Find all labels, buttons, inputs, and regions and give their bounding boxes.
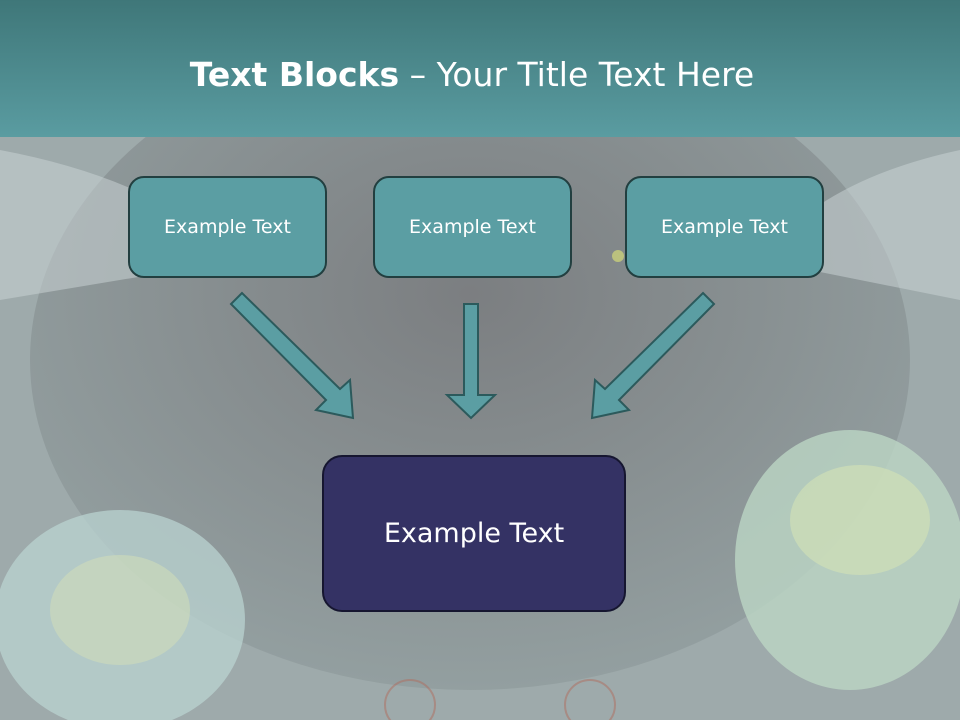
- text-block-middle: Example Text: [373, 176, 572, 278]
- text-block-right: Example Text: [625, 176, 824, 278]
- text-block-bottom: Example Text: [322, 455, 626, 612]
- text-block-right-label: Example Text: [661, 216, 788, 238]
- text-block-middle-label: Example Text: [409, 216, 536, 238]
- slide-title: Text Blocks – Your Title Text Here: [0, 50, 944, 100]
- text-block-left-label: Example Text: [164, 216, 291, 238]
- text-block-left: Example Text: [128, 176, 327, 278]
- arrow-down-middle: [444, 303, 498, 420]
- title-bold-part: Text Blocks: [189, 55, 400, 94]
- text-block-bottom-label: Example Text: [383, 518, 565, 549]
- arrow-right-diagonal: [590, 291, 716, 420]
- title-band: [0, 0, 960, 137]
- arrow-left-diagonal: [229, 291, 355, 420]
- title-rest-part: – Your Title Text Here: [399, 55, 755, 94]
